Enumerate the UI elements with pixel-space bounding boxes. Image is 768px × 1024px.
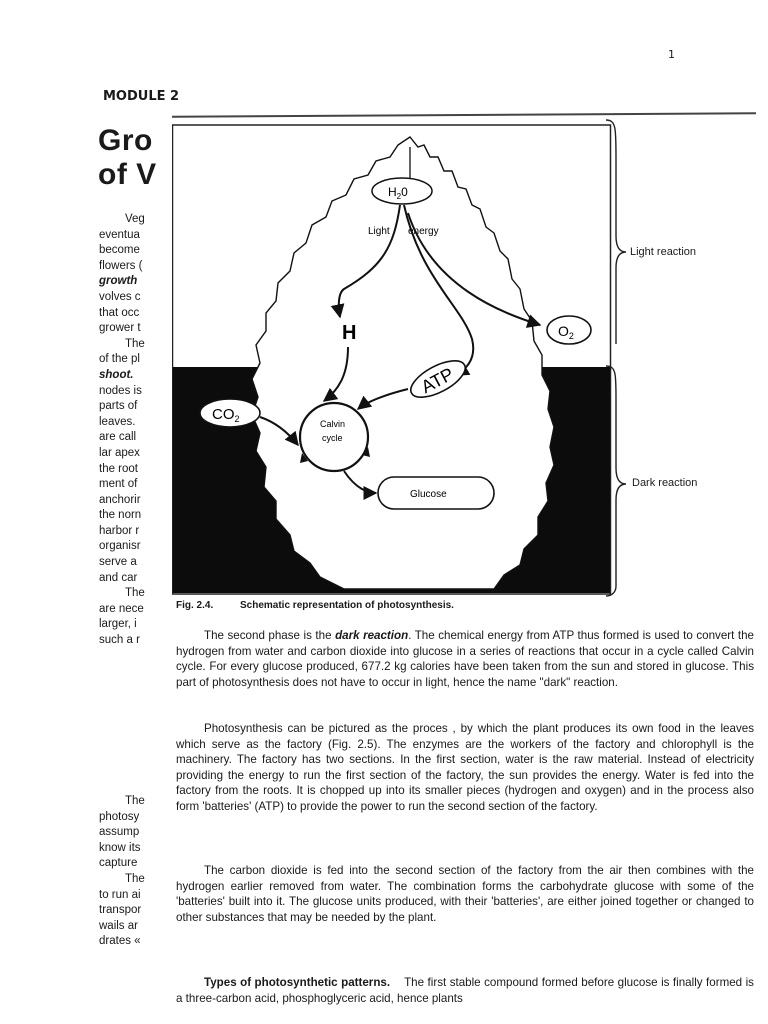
- light-label: Light: [368, 226, 390, 237]
- left-column-line: flowers (: [99, 259, 143, 272]
- paragraph-carbon-dioxide: The carbon dioxide is fed into the secon…: [176, 863, 754, 925]
- h2o-node: [371, 177, 433, 205]
- co2-label: CO2: [212, 406, 240, 424]
- figure-caption: Fig. 2.4. Schematic representation of pho…: [176, 600, 454, 611]
- h2o-label: H20: [388, 185, 408, 201]
- left-column-line: grower t: [99, 322, 141, 335]
- left-column-line: capture: [99, 857, 138, 870]
- left-column-line: parts of: [99, 400, 138, 413]
- energy-label: energy: [408, 226, 439, 237]
- module-label: MODULE 2: [103, 89, 180, 104]
- paragraph-text: The first stable compound formed before …: [176, 976, 754, 1005]
- dark-reaction-term: dark reaction: [335, 629, 409, 642]
- calvin-label-line2: cycle: [322, 433, 343, 443]
- left-column-line: are nece: [99, 602, 144, 615]
- left-column-line: eventua: [99, 228, 140, 241]
- leaf-outline: [251, 136, 555, 590]
- left-column-line: serve a: [99, 556, 137, 569]
- chapter-title-fragment-2: of V: [98, 158, 157, 191]
- left-column-line: wails ar: [99, 919, 138, 932]
- left-column-line: larger, i: [99, 618, 137, 631]
- left-column-line: Veg: [125, 213, 145, 225]
- left-column-line: to run ai: [99, 888, 141, 901]
- o2-node: [546, 315, 592, 345]
- arrow-to-atp: [403, 204, 475, 376]
- left-column-line: The: [125, 795, 145, 807]
- left-column-line: shoot.: [99, 368, 134, 381]
- left-column-line: that occ: [99, 306, 140, 319]
- left-column-line: growth: [99, 275, 138, 288]
- calvin-label-line1: Calvin: [320, 419, 345, 429]
- paragraph-dark-reaction: The second phase is the dark reaction. T…: [176, 628, 754, 690]
- page-number: 1: [668, 48, 675, 61]
- left-column-line: drates «: [99, 935, 141, 948]
- left-column-line: transpor: [99, 904, 142, 917]
- left-column-line: anchorir: [99, 493, 141, 506]
- o2-label: O2: [558, 323, 574, 341]
- light-reaction-label: Light reaction: [630, 246, 697, 258]
- left-column-line: leaves.: [99, 415, 136, 428]
- left-column-line: assump: [99, 826, 140, 839]
- calvin-cycle-node: [298, 401, 370, 473]
- dark-reaction-label: Dark reaction: [632, 477, 698, 489]
- left-column-line: of the pl: [99, 353, 140, 366]
- left-column-line: harbor r: [99, 524, 140, 537]
- arrow-atp-to-calvin: [356, 388, 409, 410]
- left-column-line: the root: [99, 462, 138, 475]
- left-column-line: The: [125, 872, 145, 885]
- section-heading: Types of photosynthetic patterns.: [204, 976, 391, 989]
- glucose-node: [377, 476, 495, 510]
- paragraph-text: Photosynthesis can be pictured as the pr…: [176, 722, 754, 813]
- left-column-line: photosy: [99, 810, 140, 823]
- left-column-line: such a r: [99, 634, 140, 647]
- arrow-h-to-calvin: [322, 346, 349, 402]
- hydrogen-label: H: [342, 322, 356, 344]
- reaction-braces: [605, 119, 627, 597]
- light-reaction-brace: [605, 119, 627, 344]
- chapter-title-fragment-1: Gro: [98, 124, 153, 157]
- left-column-fragment-bottom: The photosy assump know its capture The …: [99, 794, 173, 950]
- paragraph-text: The carbon dioxide is fed into the secon…: [176, 864, 754, 924]
- left-column-fragment-top: Veg eventua become flowers ( growth volv…: [99, 212, 173, 649]
- paragraph-photosynthetic-patterns: Types of photosynthetic patterns.The fir…: [176, 975, 754, 1006]
- paragraph-text: The second phase is the: [204, 629, 336, 642]
- left-column-line: ment of: [99, 478, 138, 491]
- paragraph-text: . The chemical energy from ATP thus form…: [176, 629, 755, 689]
- left-column-line: The: [125, 587, 145, 600]
- arrow-to-o2: [407, 212, 542, 328]
- left-column-line: lar apex: [99, 446, 140, 459]
- paragraph-factory-analogy: Photosynthesis can be pictured as the pr…: [176, 721, 754, 814]
- co2-node: [199, 398, 261, 428]
- arrow-co2-to-calvin: [259, 416, 299, 447]
- caption-number: Fig. 2.4.: [176, 600, 214, 611]
- left-column-line: and car: [99, 571, 138, 584]
- left-column-line: the norn: [99, 509, 142, 522]
- calvin-cycle-arrowhead: [362, 447, 370, 457]
- photosynthesis-diagram: H20 Light energy H O2 ATP CO2 Calvin cyc…: [172, 124, 612, 595]
- dark-reaction-brace: [605, 365, 627, 597]
- calvin-cycle-arrowhead: [300, 453, 308, 463]
- left-column-line: nodes is: [99, 384, 142, 397]
- atp-node: ATP: [410, 360, 466, 398]
- arrow-to-h: [330, 204, 401, 319]
- left-column-line: organisr: [99, 540, 141, 553]
- caption-text: Schematic representation of photosynthes…: [240, 600, 454, 611]
- left-column-line: are call: [99, 431, 137, 444]
- left-column-line: The: [125, 337, 145, 350]
- left-column-line: know its: [99, 841, 141, 854]
- left-column-line: volves c: [99, 290, 141, 303]
- glucose-label: Glucose: [410, 489, 447, 500]
- arrow-calvin-to-glucose: [343, 470, 378, 500]
- left-column-line: become: [99, 244, 140, 257]
